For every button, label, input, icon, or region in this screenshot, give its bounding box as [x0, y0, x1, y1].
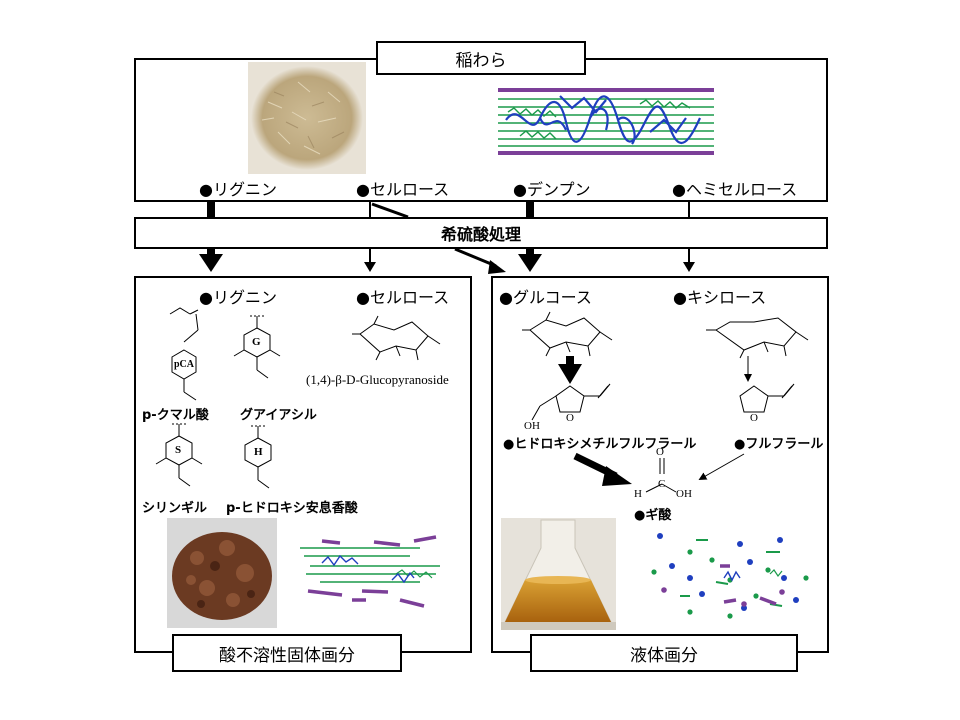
- hmf-label: ●ヒドロキシメチルフルフラール: [503, 437, 697, 452]
- solid-fraction-title-text: 酸不溶性固体画分: [219, 645, 355, 666]
- liquid-fraction-title-text: 液体画分: [630, 645, 698, 666]
- hydroxybenzoic-unit-label: p-ヒドロキシ安息香酸: [226, 501, 358, 516]
- rice-straw-title-text: 稲わら: [455, 50, 507, 71]
- top-hemicellulose-label: ●ヘミセルロース: [672, 180, 798, 199]
- top-starch-label: ●デンプン: [513, 180, 591, 199]
- hmf-oh-label: OH: [524, 420, 540, 432]
- h-ring-letter: H: [254, 446, 263, 458]
- glucose-header: ●グルコース: [499, 288, 592, 307]
- top-cellulose-label: ●セルロース: [356, 180, 450, 199]
- guaiacyl-unit-label: グアイアシル: [240, 408, 317, 423]
- dilute-acid-treatment-bar: 希硫酸処理: [134, 217, 828, 249]
- formic-c-label: C: [658, 478, 666, 490]
- liquid-fraction-title: 液体画分: [530, 634, 798, 672]
- top-lignin-label: ●リグニン: [199, 180, 277, 199]
- solid-cellulose-header: ●セルロース: [356, 288, 450, 307]
- solid-lignin-header: ●リグニン: [199, 288, 277, 307]
- furfural-o-label: O: [750, 412, 758, 424]
- solid-residue-photo: [167, 518, 277, 628]
- s-ring-letter: S: [175, 444, 182, 456]
- pca-ring-letter: pCA: [174, 359, 195, 370]
- solid-residue-photo-art: [172, 532, 272, 620]
- hmf-o-label: O: [566, 412, 574, 424]
- liquid-flask-photo-art: [501, 519, 616, 630]
- rice-straw-photo: [248, 62, 366, 174]
- liquid-flask-photo: [501, 518, 616, 630]
- furfural-label: ●フルフラール: [734, 437, 824, 452]
- xylose-header: ●キシロース: [673, 288, 767, 307]
- formic-acid-label: ●ギ酸: [634, 508, 672, 523]
- glucopyranoside-label: (1,4)-β-D-Glucopyranoside: [306, 372, 449, 387]
- pca-unit-label: p-クマル酸: [142, 408, 209, 423]
- formic-h-label: H: [634, 488, 642, 500]
- rice-straw-title: 稲わら: [376, 41, 586, 75]
- dilute-acid-treatment-label: 希硫酸処理: [440, 225, 521, 244]
- solid-fraction-title: 酸不溶性固体画分: [172, 634, 402, 672]
- formic-o-label: O: [656, 446, 664, 458]
- g-ring-letter: G: [252, 336, 261, 348]
- syringyl-unit-label: シリンギル: [142, 501, 208, 516]
- rice-straw-photo-art: [251, 66, 363, 170]
- formic-oh-label: OH: [676, 488, 692, 500]
